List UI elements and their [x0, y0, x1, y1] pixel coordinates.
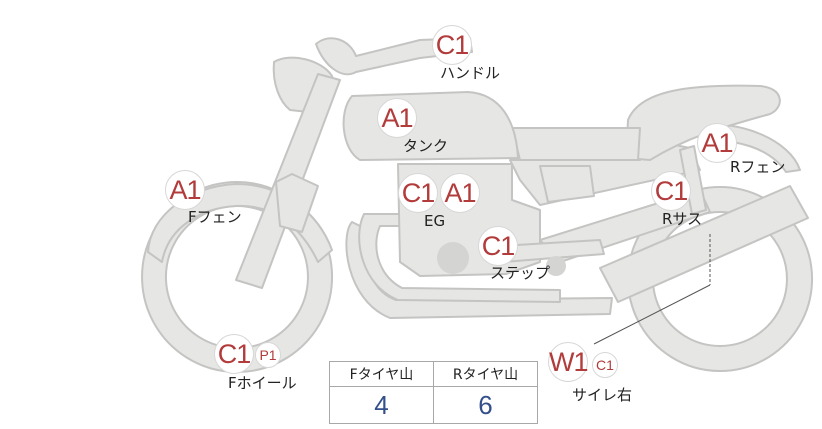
engine-cylinder [539, 165, 595, 203]
rear-fender-label: Rフェン [730, 158, 786, 176]
rear-fender-code-badge: A1 [697, 123, 737, 163]
rear-suspension-code-badge: C1 [651, 171, 691, 211]
handle-label: ハンドル [440, 64, 501, 82]
engine-code-badge-1: C1 [398, 173, 438, 213]
muffler-right-sub-code-badge: C1 [592, 352, 618, 378]
front-wheel-code-badge: C1 [214, 334, 254, 374]
tire-tread-table: Fタイヤ山 Rタイヤ山 4 6 [329, 361, 538, 424]
rear-suspension-label: Rサス [662, 210, 703, 228]
engine-cover [437, 242, 469, 274]
engine-label: EG [424, 212, 446, 230]
step-code-badge: C1 [478, 226, 518, 266]
step-label: ステップ [490, 264, 551, 282]
front-tire-header: Fタイヤ山 [329, 361, 434, 387]
front-tire-value: 4 [329, 386, 434, 424]
engine-code-badge-2: A1 [440, 173, 480, 213]
muffler-right-label: サイレ右 [572, 386, 633, 404]
front-fender-code-badge: A1 [165, 170, 205, 210]
sprocket-cover [546, 256, 566, 276]
seat [625, 84, 781, 161]
muffler [599, 185, 809, 303]
front-wheel-label: Fホイール [228, 374, 297, 392]
tank-code-badge: A1 [377, 98, 417, 138]
leader-line-diagonal [593, 284, 711, 345]
side-cover [511, 127, 641, 161]
fork-cover [275, 173, 319, 233]
muffler-right-code-badge: W1 [548, 342, 589, 382]
rear-tire-header: Rタイヤ山 [433, 361, 538, 387]
rear-tire-value: 6 [433, 386, 538, 424]
front-fender-label: Fフェン [188, 208, 242, 226]
handle-code-badge: C1 [432, 25, 472, 65]
tank-label: タンク [403, 137, 449, 155]
front-wheel-sub-code-badge: P1 [255, 342, 281, 368]
exhaust-pipe-upper [358, 213, 561, 303]
